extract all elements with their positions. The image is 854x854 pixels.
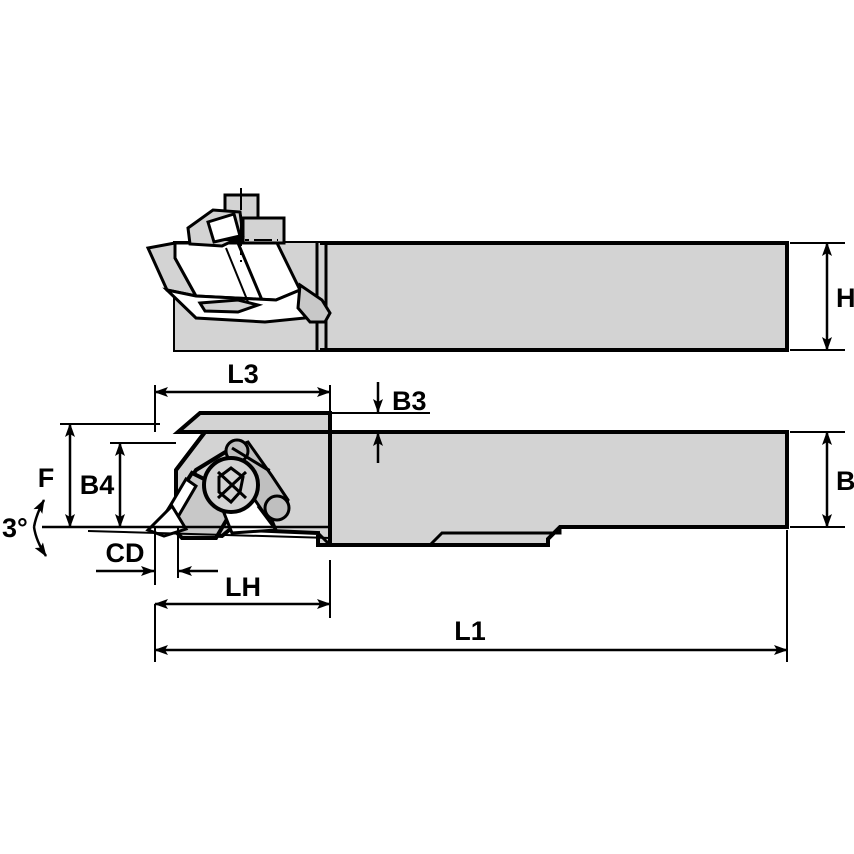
dimension-B-label: B xyxy=(836,466,854,496)
dimension-B4: B4 xyxy=(80,442,176,528)
dimension-L3-label: L3 xyxy=(227,359,259,389)
side-view-raised-head xyxy=(172,411,332,434)
side-view-clamp-lever-end xyxy=(263,494,291,522)
dimension-L3: L3 xyxy=(154,359,331,432)
dimension-L1: L1 xyxy=(154,530,788,662)
side-view-bottom-step xyxy=(316,527,562,547)
side-view xyxy=(145,411,789,547)
side-view-screw-cross-b xyxy=(216,470,248,500)
dimension-CD-label: CD xyxy=(106,538,145,568)
angle-arc-lower xyxy=(32,526,48,557)
dimension-F-label: F xyxy=(38,463,55,493)
dimension-angle-label: 3° xyxy=(2,513,28,543)
dimension-H-label: H xyxy=(836,283,854,313)
angle-inclined-line xyxy=(87,530,331,539)
side-view-head-chamfer xyxy=(174,430,207,472)
dimension-B: B xyxy=(790,431,854,528)
top-view-nose-radius xyxy=(296,282,332,324)
dimension-F: F xyxy=(38,423,160,528)
dimension-CD: CD xyxy=(96,527,218,585)
angle-arc-upper xyxy=(32,499,46,528)
dimension-LH-label: LH xyxy=(225,572,261,602)
dimension-B3-label: B3 xyxy=(392,386,427,416)
top-view-insert-seat-face xyxy=(173,241,303,302)
top-view-insert-edge-a xyxy=(236,242,264,301)
dimension-B3: B3 xyxy=(330,382,430,463)
top-view-seat-slot xyxy=(197,298,264,314)
dimension-LH: LH xyxy=(154,560,331,618)
top-view xyxy=(145,188,789,352)
dimension-L1-label: L1 xyxy=(454,616,486,646)
dimension-angle-3deg: 3° xyxy=(2,499,331,557)
dimension-H: H xyxy=(790,242,854,351)
side-view-seat-edge-a xyxy=(231,446,269,472)
dimension-B4-label: B4 xyxy=(80,470,115,500)
top-view-insert-edge-b xyxy=(225,247,249,303)
